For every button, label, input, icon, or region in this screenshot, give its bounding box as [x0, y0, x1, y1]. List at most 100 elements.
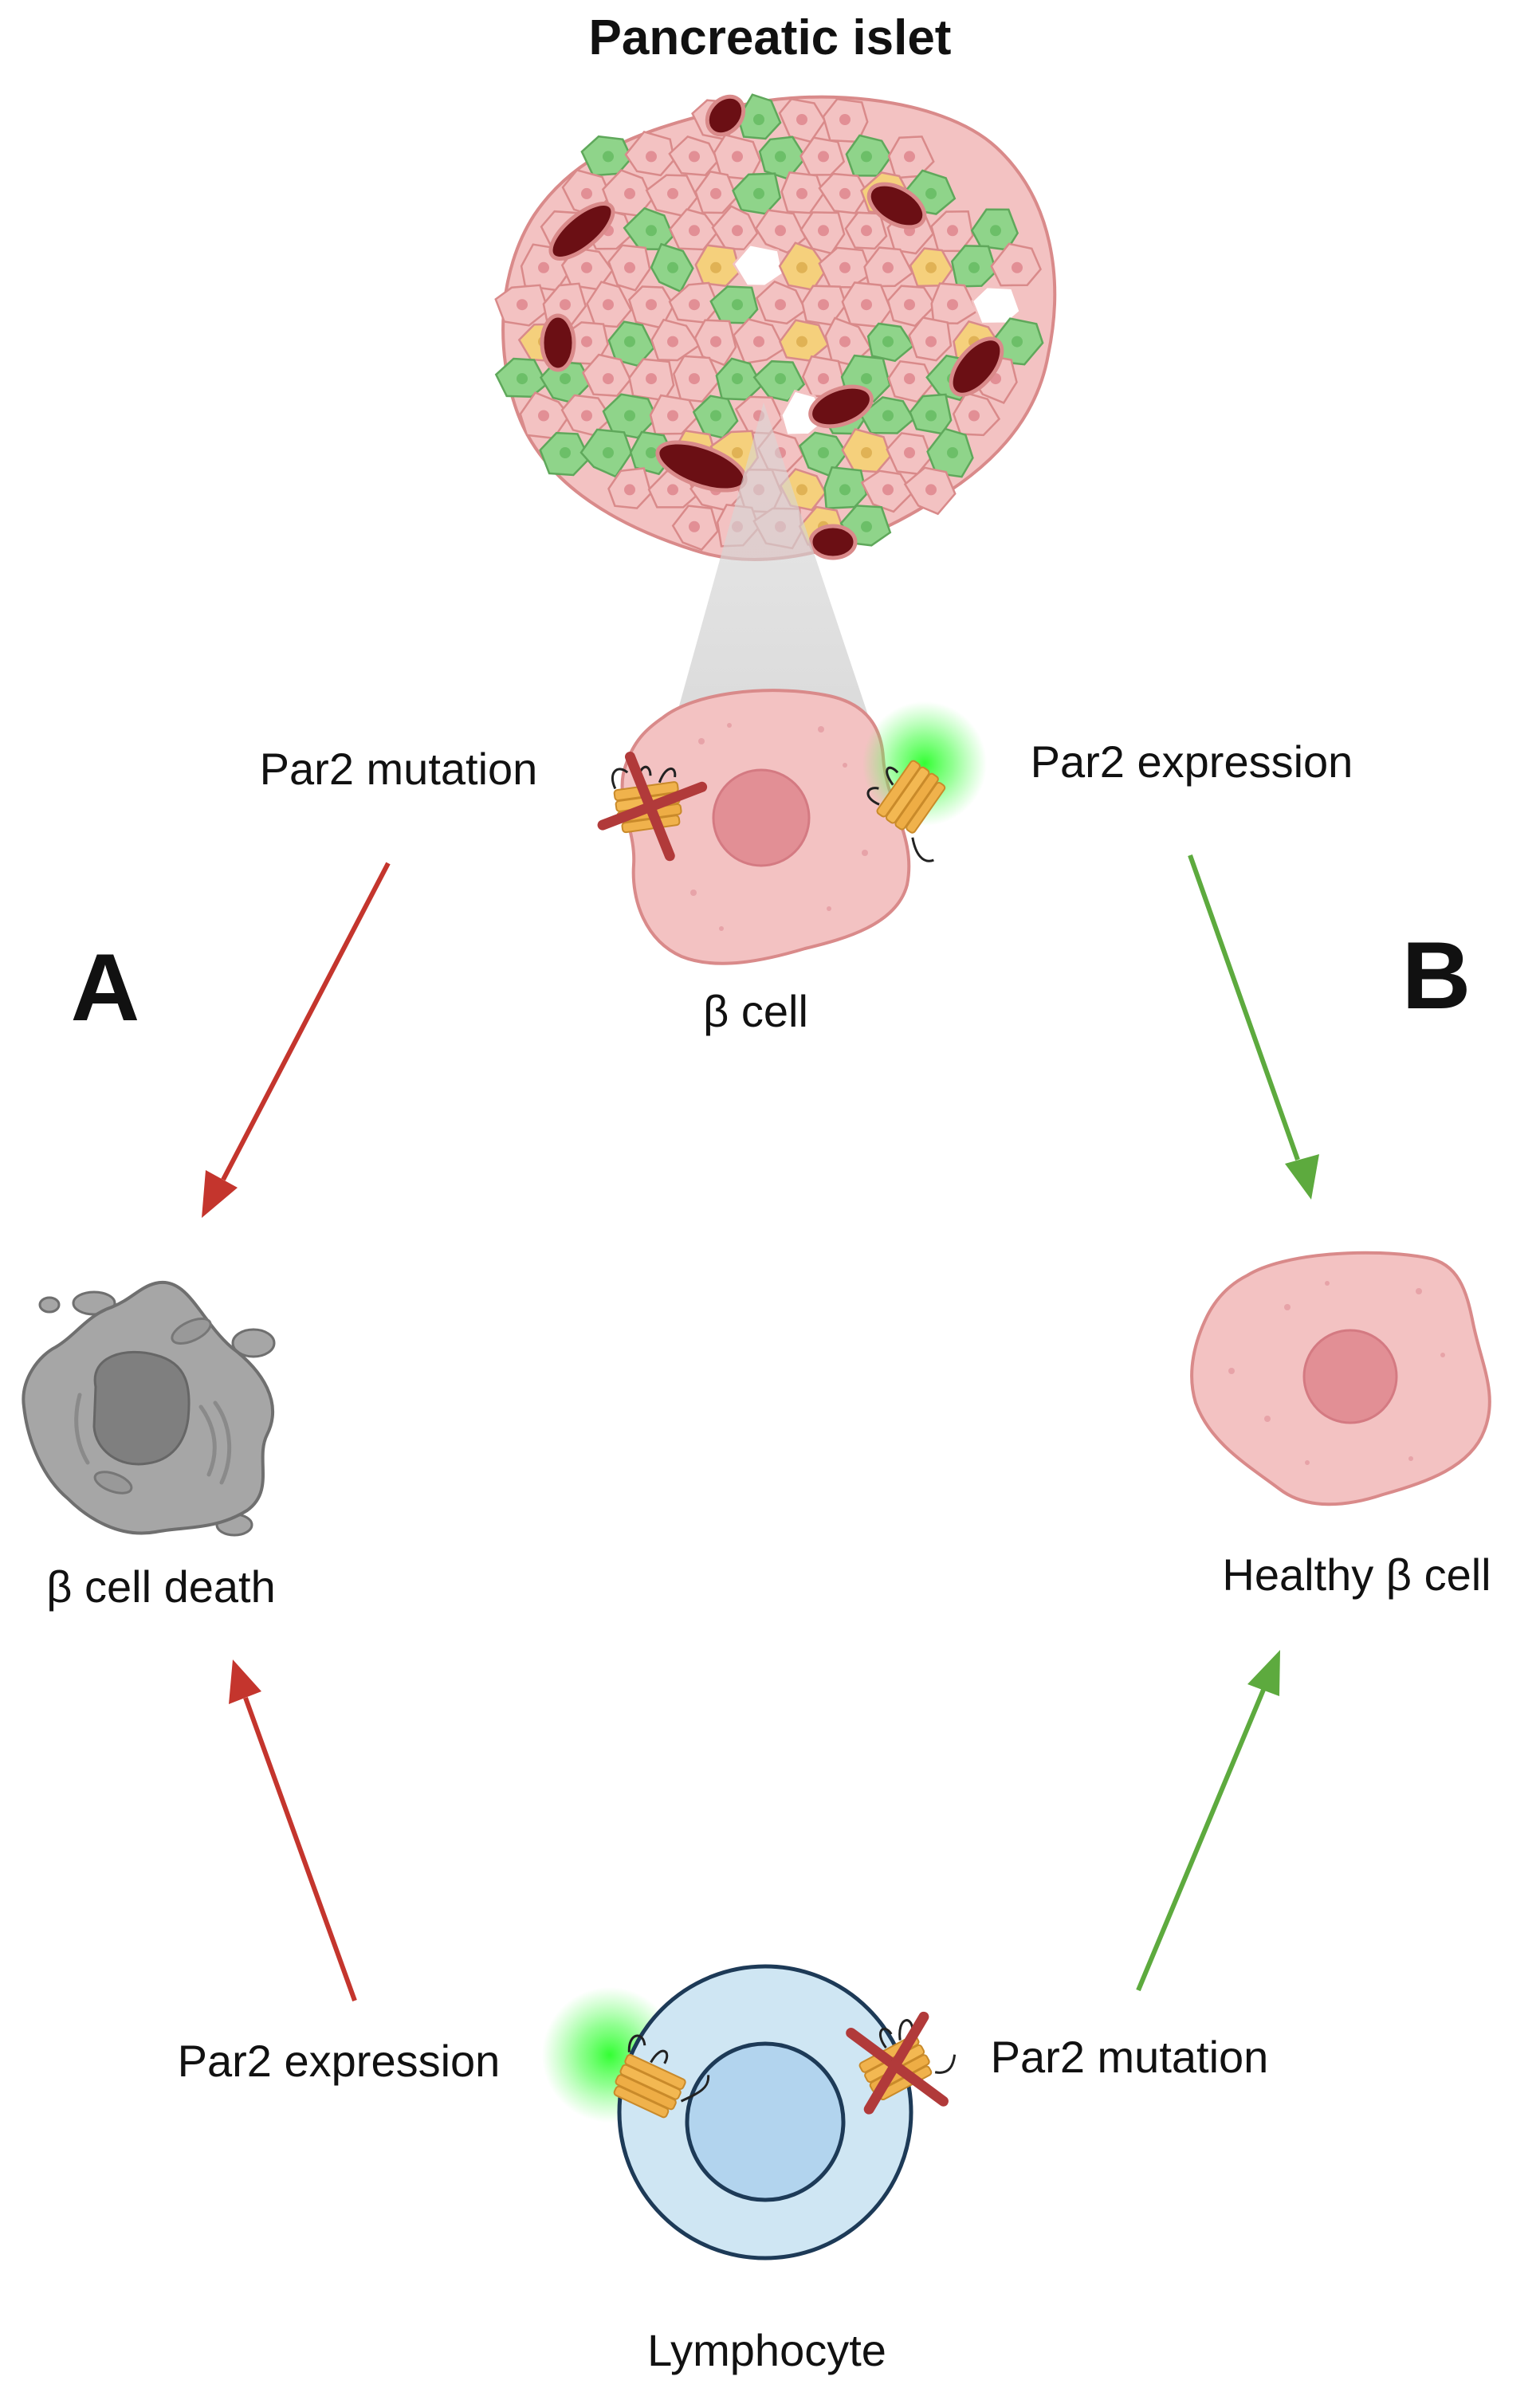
islet-cell-nucleus — [624, 410, 635, 422]
islet-cell-nucleus — [646, 151, 657, 163]
islet-cell-nucleus — [818, 299, 829, 311]
islet-cell-nucleus — [560, 447, 571, 458]
arrow-lymph-to-death — [229, 1659, 357, 2002]
islet-cell-nucleus — [839, 261, 851, 273]
islet-cell-nucleus — [517, 299, 528, 311]
beta-cell-label: β cell — [703, 986, 808, 1036]
healthy-cell-nucleus — [1302, 1329, 1398, 1424]
islet-cell-nucleus — [732, 373, 743, 385]
islet-blood-vessel — [949, 336, 1004, 397]
islet-cell-nucleus — [710, 187, 721, 199]
islet-cell-nucleus — [581, 187, 592, 199]
lymphocyte-label: Lymphocyte — [647, 2325, 886, 2375]
islet-cell-nucleus — [689, 225, 700, 237]
figure-title: Pancreatic islet — [589, 10, 952, 65]
islet-cell-nucleus — [624, 187, 635, 199]
beta-cell — [620, 689, 911, 965]
islet-cell-nucleus — [667, 261, 678, 273]
islet-cell-nucleus — [925, 410, 937, 422]
islet-cell-nucleus — [624, 484, 635, 496]
panel-a-label: A — [71, 934, 140, 1041]
islet-cell-nucleus — [818, 447, 829, 458]
islet-blood-vessel — [808, 524, 858, 560]
islet-cell-nucleus — [581, 261, 592, 273]
islet-cell-nucleus — [947, 299, 958, 311]
islet-cell-nucleus — [818, 225, 829, 237]
islet-cell-nucleus — [861, 520, 872, 532]
islet-blood-vessel — [705, 94, 746, 137]
islet-cell-nucleus — [710, 410, 721, 422]
islet-cell-nucleus — [646, 299, 657, 311]
islet-cell-nucleus — [839, 114, 851, 125]
lymphocyte-icon — [617, 1964, 913, 2260]
islet-gap-cell — [732, 243, 784, 287]
islet-cell-nucleus — [538, 410, 549, 422]
islet-cell-nucleus — [667, 336, 678, 348]
islet-cell-nucleus — [581, 336, 592, 348]
islet-cell-nucleus — [1012, 336, 1023, 348]
islet-cell-nucleus — [603, 299, 614, 311]
islet-cell-nucleus — [689, 151, 700, 163]
arrow-icon — [202, 1170, 238, 1218]
islet-cell-nucleus — [947, 447, 958, 458]
islet-cell-nucleus — [882, 410, 894, 422]
mutation-cross-icon — [597, 751, 708, 862]
islet-cell-nucleus — [796, 114, 807, 125]
islet-cell-nucleus — [667, 484, 678, 496]
arrow-lymph-to-healthy — [1136, 1650, 1280, 1992]
islet-cell-nucleus — [839, 484, 851, 496]
islet-cell-nucleus — [796, 336, 807, 348]
lymph-expressed-receptor — [609, 2034, 710, 2121]
islet-cell-nucleus — [667, 187, 678, 199]
islet-cell-nucleus — [796, 187, 807, 199]
islet-cell-nucleus — [710, 336, 721, 348]
islet-cell-nucleus — [818, 151, 829, 163]
islet-cell-nucleus — [732, 151, 743, 163]
islet-cell-nucleus — [646, 225, 657, 237]
islet-blood-vessel — [540, 313, 576, 372]
islet-cell-nucleus — [904, 299, 915, 311]
islet-cell-cluster — [494, 93, 1044, 560]
islet-cell-nucleus — [904, 447, 915, 458]
islet-cell-nucleus — [603, 447, 614, 458]
islet-cell-nucleus — [1012, 261, 1023, 273]
beta-mutated-receptor — [597, 751, 708, 862]
islet-cell-nucleus — [732, 299, 743, 311]
beta-par2-mutation-label: Par2 mutation — [260, 744, 538, 794]
islet-cell-nucleus — [925, 261, 937, 273]
islet-cell-nucleus — [560, 299, 571, 311]
lymph-par2-mutation-label: Par2 mutation — [991, 2032, 1269, 2082]
islet-cell-nucleus — [796, 484, 807, 496]
islet-cell-nucleus — [753, 114, 764, 125]
islet-cell-nucleus — [775, 225, 786, 237]
lymph-mutated-receptor — [846, 2011, 957, 2115]
healthy-beta-cell-label: Healthy β cell — [1222, 1549, 1491, 1600]
islet-blood-vessel — [866, 182, 927, 230]
islet-cell-nucleus — [968, 410, 980, 422]
islet-cell-nucleus — [603, 373, 614, 385]
islet-cell-nucleus — [839, 187, 851, 199]
magnification-cone — [676, 403, 869, 717]
islet-cell-nucleus — [603, 151, 614, 163]
islet-cell-nucleus — [710, 261, 721, 273]
arrow-icon — [229, 1659, 261, 1704]
islet-cell-nucleus — [925, 336, 937, 348]
beta-cell-death-label: β cell death — [46, 1561, 276, 1612]
islet-cell-nucleus — [861, 151, 872, 163]
islet-cell-nucleus — [861, 447, 872, 458]
islet-cell-nucleus — [689, 373, 700, 385]
panel-b-label: B — [1402, 922, 1471, 1029]
dead-cell-icon — [22, 1280, 276, 1537]
islet-cell-nucleus — [775, 299, 786, 311]
beta-par2-expression-label: Par2 expression — [1031, 736, 1353, 787]
islet-cell-nucleus — [861, 299, 872, 311]
mutation-cross-icon — [846, 2011, 949, 2115]
islet-cell-nucleus — [775, 373, 786, 385]
islet-cell-nucleus — [689, 520, 700, 532]
islet-cell-nucleus — [968, 261, 980, 273]
healthy-cell-icon — [1190, 1251, 1491, 1506]
arrow-beta-to-death — [202, 862, 391, 1218]
islet-cell-nucleus — [732, 225, 743, 237]
islet-cell-nucleus — [560, 373, 571, 385]
islet-cell-nucleus — [861, 225, 872, 237]
